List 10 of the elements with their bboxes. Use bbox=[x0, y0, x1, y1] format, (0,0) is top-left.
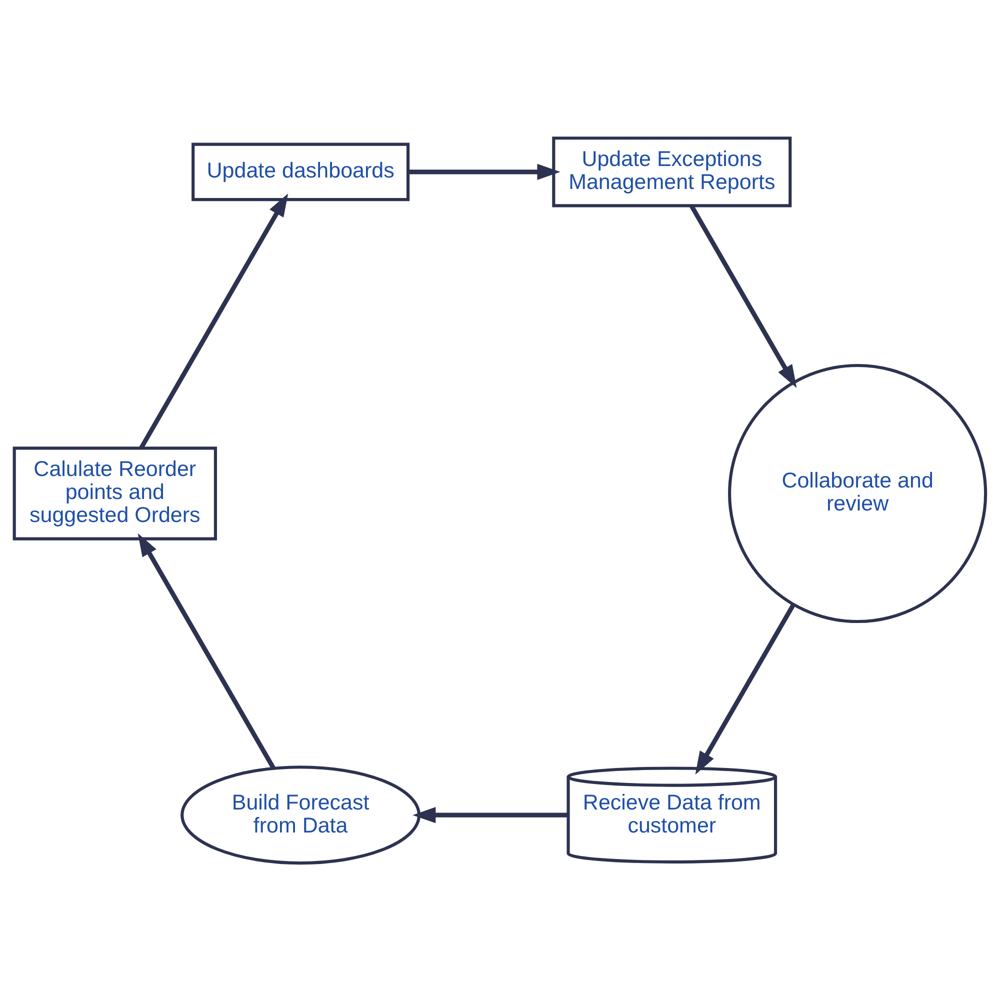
node-ellipse: Build Forecast from Data bbox=[180, 765, 421, 864]
arrow bbox=[408, 163, 560, 180]
node-box: Update Exceptions Management Reports bbox=[552, 136, 792, 207]
arrow bbox=[412, 806, 568, 823]
arrow bbox=[689, 204, 797, 388]
node-box: Update dashboards bbox=[192, 142, 410, 201]
arrow bbox=[139, 193, 288, 449]
arrow bbox=[695, 602, 796, 774]
node-box: Calulate Reorder points and suggested Orders bbox=[12, 446, 217, 540]
arrow bbox=[138, 532, 276, 769]
